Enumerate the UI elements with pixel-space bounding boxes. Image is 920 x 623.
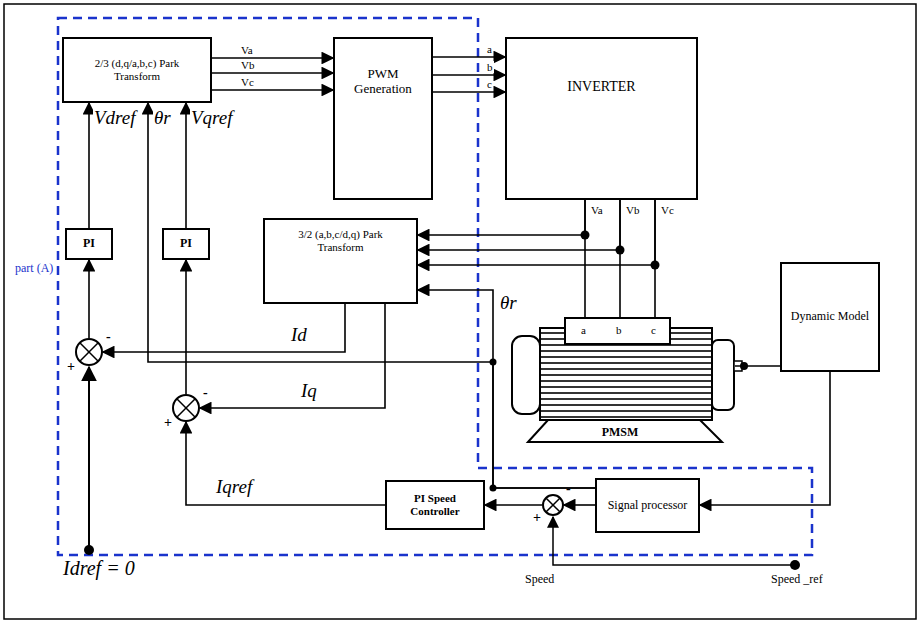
sign-label: + (164, 416, 172, 430)
signal-label: Va (240, 44, 254, 56)
signal-connector (212, 72, 333, 74)
motor-label: PMSM (600, 426, 641, 440)
junction-symbol (75, 338, 103, 366)
sign-label: + (533, 511, 541, 525)
signal-connector (103, 304, 345, 352)
signal-connector (735, 365, 780, 367)
transform-box: 2/3 (d,q/a,b,c) Park Transform (62, 37, 212, 103)
box-label: PI (83, 237, 95, 251)
signal-connector (433, 91, 505, 93)
junction-cross (546, 498, 560, 512)
signal-connector (186, 422, 385, 505)
junction-cross (546, 498, 560, 512)
motor-feet (528, 420, 722, 442)
signal-label: Vc (660, 204, 675, 216)
region-label: part (A) (14, 262, 56, 275)
signal-label: Speed (524, 573, 555, 586)
junction-symbol (172, 394, 200, 422)
box-label: 3/2 (a,b,c/d,q) Park Transform (286, 228, 396, 253)
junction-circle (76, 339, 102, 365)
signal-label: Speed _ref (770, 573, 824, 586)
signal-connector (200, 304, 385, 408)
signal-connector (418, 290, 595, 488)
signal-connector (418, 200, 585, 235)
box-label: PI Speed Controller (395, 492, 475, 517)
signal-label: Vc (240, 76, 255, 88)
part-a-region (58, 18, 812, 555)
pi-controller: PI (65, 228, 113, 260)
inverter-box: INVERTER (505, 37, 698, 200)
terminal-label: b (615, 324, 623, 336)
signal-label: a (486, 43, 493, 55)
sign-label: - (566, 482, 571, 496)
signal-label: Vb (240, 59, 255, 71)
motor-end-cap (512, 336, 540, 414)
motor-end-cap (712, 340, 734, 410)
terminal-box (565, 318, 670, 344)
signal-label: Va (590, 204, 604, 216)
transform-box: 3/2 (a,b,c/d,q) Park Transform (263, 218, 418, 304)
signal-connector (185, 260, 187, 394)
signal-label: b (486, 61, 494, 73)
terminal-label: c (650, 324, 657, 336)
sign-label: - (203, 386, 208, 400)
junction-cross (177, 399, 195, 417)
signal-connector (418, 200, 655, 265)
box-label: INVERTER (567, 79, 635, 95)
terminal-dot (790, 560, 800, 570)
signal-processor-box: Signal processor (595, 478, 700, 533)
signal-connector (485, 504, 542, 506)
signal-label: Vqref (190, 108, 234, 129)
signal-connector (564, 504, 595, 506)
pwm-box: PWM Generation (333, 37, 433, 200)
junction-circle (173, 395, 199, 421)
junction-cross (177, 399, 195, 417)
box-label: Signal processor (608, 499, 688, 513)
signal-label: Id (290, 325, 308, 346)
box-label: PWM Generation (343, 67, 423, 97)
reference-wire (88, 367, 90, 550)
signal-label: Iq (300, 381, 318, 402)
summing-junction: -+ (75, 338, 103, 366)
sign-label: + (67, 360, 75, 374)
signal-connector (212, 57, 333, 59)
signal-label: Vb (625, 204, 640, 216)
signal-connector (88, 103, 90, 228)
junction-circle (543, 495, 563, 515)
frame (4, 4, 916, 619)
junction-cross (80, 343, 98, 361)
summing-junction: -+ (172, 394, 200, 422)
model-box: Dynamic Model (780, 262, 880, 372)
motor: PMSM (505, 318, 735, 442)
terminal-label: a (580, 324, 587, 336)
pi-controller: PI (162, 228, 210, 260)
signal-connector (418, 200, 620, 250)
signal-connector (212, 89, 333, 91)
summing-junction: -+ (542, 494, 564, 516)
box-label: Dynamic Model (791, 310, 869, 324)
speed-controller-box: PI Speed Controller (385, 480, 485, 530)
reference-label: Idref = 0 (62, 557, 136, 579)
signal-connector (433, 74, 505, 76)
box-label: PI (180, 237, 192, 251)
signal-connector (185, 103, 187, 228)
signal-label: Vdref (93, 108, 137, 129)
motor-illustration (512, 318, 742, 442)
box-label: 2/3 (d,q/a,b,c) Park Transform (82, 57, 192, 82)
signal-connector (700, 372, 830, 505)
junction-symbol (542, 494, 564, 516)
terminal-dot (84, 545, 94, 555)
sign-label: - (106, 330, 111, 344)
signal-label: Iqref (215, 477, 253, 498)
signal-connector (433, 56, 505, 58)
signal-label: θr (499, 293, 518, 314)
signal-label: c (486, 78, 493, 90)
signal-label: θr (153, 108, 172, 129)
junction-cross (80, 343, 98, 361)
signal-connector (88, 260, 90, 338)
